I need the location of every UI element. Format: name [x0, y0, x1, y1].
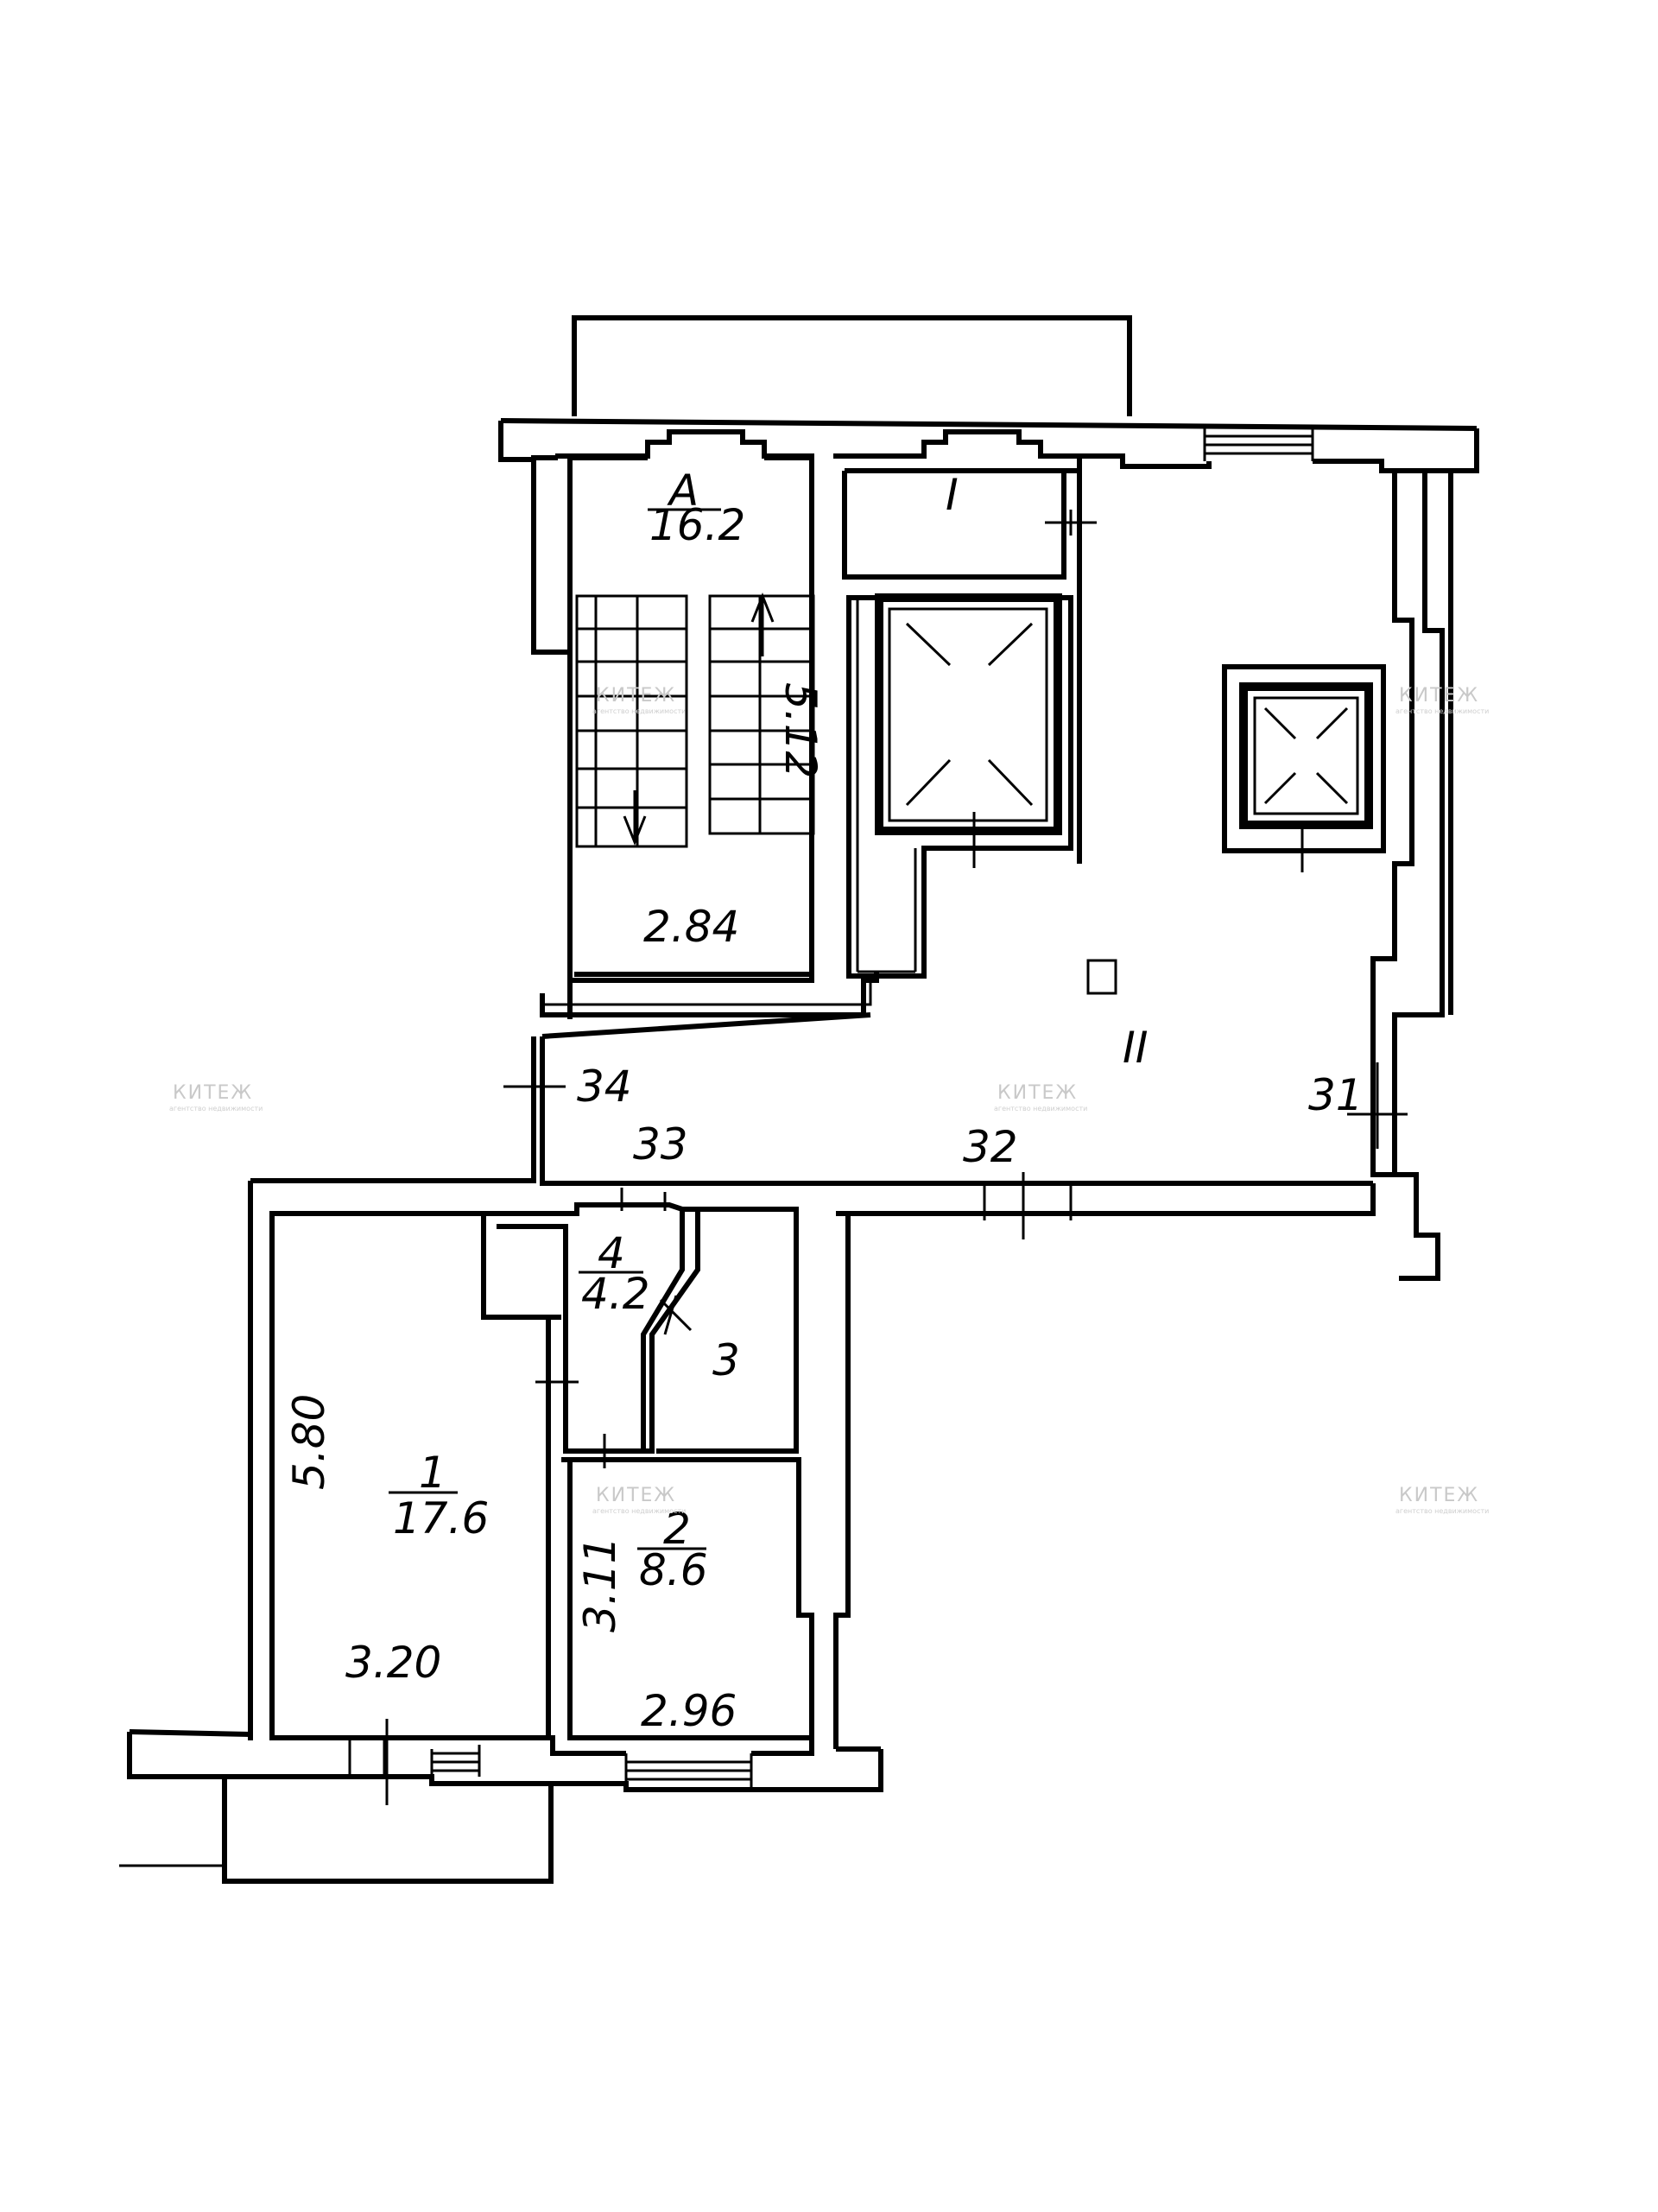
svg-text:агентство недвижимости: агентство недвижимости — [592, 1507, 686, 1515]
watermark-logo: КИТЕЖ агентство недвижимости — [994, 1082, 1087, 1112]
room-4-and-3 — [484, 1188, 799, 1468]
room-2-width: 2.96 — [641, 1686, 737, 1736]
watermark-logo: КИТЕЖ агентство недвижимости — [169, 1082, 263, 1112]
stair-area-label: 16.2 — [649, 500, 745, 550]
room-4-area: 4.2 — [581, 1269, 650, 1319]
staircase-a — [531, 455, 879, 1019]
hall-ii — [1077, 468, 1453, 1281]
svg-text:КИТЕЖ: КИТЕЖ — [1399, 1485, 1479, 1506]
top-exterior-wall — [498, 418, 1479, 473]
lobby-corridor — [503, 1012, 1373, 1239]
room-1-number: 1 — [419, 1448, 446, 1498]
opening-33-label: 33 — [633, 1119, 688, 1169]
svg-text:КИТЕЖ: КИТЕЖ — [997, 1082, 1078, 1104]
room-2-area: 8.6 — [639, 1545, 708, 1595]
watermark-logo: КИТЕЖ агентство недвижимости — [1395, 685, 1489, 715]
room-i — [842, 468, 1097, 580]
elevator-shaft-1 — [846, 593, 1073, 979]
bottom-exterior-wall — [119, 1719, 883, 1884]
room-3-number: 3 — [712, 1335, 740, 1385]
room-2-length: 3.11 — [575, 1537, 625, 1632]
svg-text:агентство недвижимости: агентство недвижимости — [994, 1105, 1087, 1112]
room-ii-label: II — [1123, 1023, 1149, 1073]
labels: A 16.2 2.84 5.12 I II 31 32 33 34 1 17.6… — [284, 466, 1364, 1736]
watermark-logo: КИТЕЖ агентство недвижимости — [1395, 1485, 1489, 1515]
watermark-logo: КИТЕЖ агентство недвижимости — [592, 1485, 686, 1515]
room-1-length: 5.80 — [284, 1394, 334, 1490]
opening-32-label: 32 — [963, 1122, 1018, 1172]
room-1-area: 17.6 — [393, 1493, 489, 1543]
svg-text:КИТЕЖ: КИТЕЖ — [1399, 685, 1479, 707]
watermarks: КИТЕЖ агентство недвижимости КИТЕЖ агент… — [169, 685, 1489, 1515]
svg-text:КИТЕЖ: КИТЕЖ — [596, 685, 676, 707]
elevator-shaft-2 — [1222, 664, 1386, 872]
top-balcony — [572, 315, 1132, 416]
svg-text:агентство недвижимости: агентство недвижимости — [1395, 1507, 1489, 1515]
room-i-label: I — [946, 470, 959, 520]
opening-34-label: 34 — [577, 1062, 632, 1112]
svg-text:агентство недвижимости: агентство недвижимости — [1395, 707, 1489, 715]
svg-text:КИТЕЖ: КИТЕЖ — [173, 1082, 253, 1104]
watermark-logo: КИТЕЖ агентство недвижимости — [592, 685, 686, 715]
room-1-width: 3.20 — [345, 1638, 441, 1688]
svg-text:агентство недвижимости: агентство недвижимости — [592, 707, 686, 715]
svg-text:КИТЕЖ: КИТЕЖ — [596, 1485, 676, 1506]
room-4-number: 4 — [598, 1228, 625, 1278]
room-2 — [561, 1183, 1376, 1749]
stair-width-label: 2.84 — [643, 902, 739, 952]
room-2-number: 2 — [663, 1504, 691, 1554]
stair-room-label: A — [667, 466, 699, 516]
stair-length-label: 5.12 — [775, 682, 826, 778]
svg-text:агентство недвижимости: агентство недвижимости — [169, 1105, 263, 1112]
opening-31-label: 31 — [1308, 1070, 1364, 1120]
